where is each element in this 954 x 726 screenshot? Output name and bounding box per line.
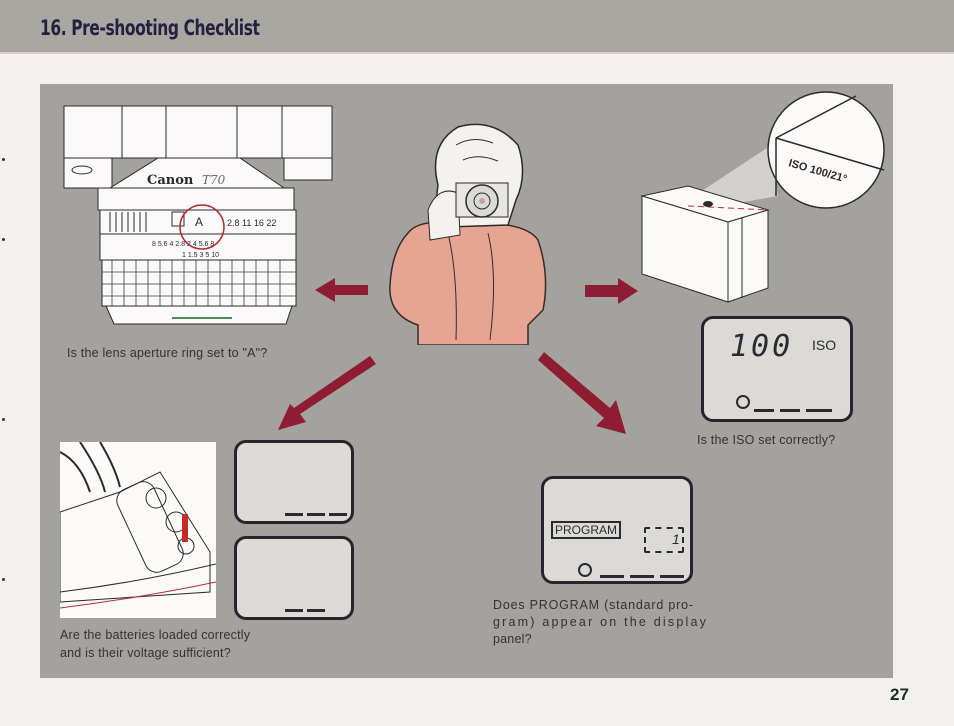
- film-cartridge-icon: [736, 395, 750, 409]
- page-number: 27: [890, 685, 909, 704]
- lcd-segment: [307, 609, 325, 612]
- lcd-segment: [630, 575, 654, 578]
- program-lcd-label: PROGRAM: [551, 521, 622, 539]
- battery-compartment-illustration: [60, 442, 216, 618]
- arrow-left: [315, 278, 368, 302]
- film-cartridge-icon: [578, 563, 592, 577]
- battery-lcd-low: [234, 536, 354, 620]
- lcd-segment: [329, 513, 347, 516]
- lcd-segment: [600, 575, 624, 578]
- iso-lcd-value: 100: [730, 329, 794, 364]
- direction-arrows: [278, 278, 638, 434]
- lens-caption: Is the lens aperture ring set to "A"?: [67, 346, 268, 360]
- program-lcd-panel: PROGRAM 1: [541, 476, 693, 584]
- binding-mark: [2, 578, 5, 581]
- photographer-illustration: [389, 123, 547, 345]
- page-title: 16. Pre-shooting Checklist: [40, 16, 260, 40]
- arrow-down-right: [538, 352, 626, 434]
- program-caption-line3: panel?: [493, 632, 532, 646]
- program-caption-line1: Does PROGRAM (standard pro-: [493, 598, 694, 612]
- binding-mark: [2, 158, 5, 161]
- lens-aperture-illustration: Canon T70 A 2.8 11 16 22 8 5.6 4 2.8 2 4…: [63, 105, 333, 325]
- svg-text:Canon: Canon: [147, 173, 194, 188]
- iso-lcd-panel: 100 ISO: [701, 316, 853, 422]
- svg-text:A: A: [195, 215, 203, 229]
- arrow-right: [585, 278, 638, 304]
- binding-mark: [2, 418, 5, 421]
- lcd-segment: [660, 575, 684, 578]
- battery-caption-line1: Are the batteries loaded correctly: [60, 628, 251, 642]
- lcd-segment: [806, 409, 832, 412]
- lcd-segment: [285, 609, 303, 612]
- svg-text:8 5.6 4 2.8 2 4 5.6 8: 8 5.6 4 2.8 2 4 5.6 8: [152, 241, 214, 248]
- lcd-segment: [285, 513, 303, 516]
- lcd-segment: [780, 409, 800, 412]
- iso-caption: Is the ISO set correctly?: [697, 433, 836, 447]
- arrow-down-left: [278, 356, 376, 430]
- svg-text:1 1.5 3 5 10: 1 1.5 3 5 10: [182, 252, 219, 259]
- svg-text:2.8 11 16 22: 2.8 11 16 22: [227, 218, 276, 228]
- binding-mark: [2, 238, 5, 241]
- film-iso-illustration: ISO 100/21°: [640, 91, 885, 303]
- svg-text:T70: T70: [202, 173, 226, 187]
- header-band: 16. Pre-shooting Checklist: [0, 0, 954, 54]
- lcd-segment: [754, 409, 774, 412]
- program-lcd-value-box: [644, 527, 684, 553]
- lcd-segment: [307, 513, 325, 516]
- program-lcd-value: 1: [672, 531, 680, 547]
- program-caption-line2: gram) appear on the display: [493, 615, 709, 629]
- iso-lcd-unit: ISO: [812, 337, 837, 353]
- battery-caption-line2: and is their voltage sufficient?: [60, 646, 231, 660]
- battery-lcd-full: [234, 440, 354, 524]
